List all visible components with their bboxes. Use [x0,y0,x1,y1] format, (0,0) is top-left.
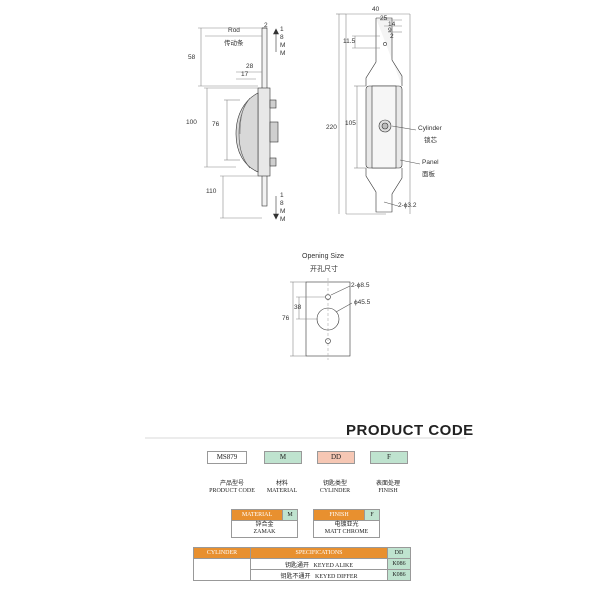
dim-17: 17 [241,71,249,78]
dim-76: 76 [212,121,220,128]
code-box-product: MS879 [207,451,247,464]
dim-14: 14 [388,21,396,28]
big-hole-dim: ϕ45.5 [354,299,371,306]
small-holes-dim: 2-ϕ8.5 [351,282,370,289]
product-code-title: PRODUCT CODE [346,422,474,439]
cylinder-table: CYLINDER SPECIFICATIONS DD 钥匙通开 KEYED AL… [193,547,411,581]
cylinder-label-cn: 锁芯 [424,137,437,144]
opening-title-cn: 开孔尺寸 [310,266,338,273]
dim-38: 38 [294,304,302,311]
dim-2: 2 [264,22,268,29]
cyl-row-spec: 钥匙不通开 KEYED DIFFER [250,569,388,581]
panel-label: Panel [422,159,439,166]
cylinder-label: Cylinder [418,125,442,132]
hole-dim: 2-ϕ3.2 [398,202,417,209]
dim-105: 105 [345,120,356,127]
dim-2-side: 2 [390,33,394,40]
dim-40: 40 [372,6,380,13]
dim-110: 110 [206,188,217,195]
cyl-row-code: K086 [387,558,411,570]
cyl-header-cylinder: CYLINDER [193,547,251,559]
rod-label: Rod [228,27,240,34]
opening-title: Opening Size [302,253,345,260]
code-box-material: M [264,451,302,464]
cyl-header-dd: DD [387,547,411,559]
finish-code: F [364,509,380,521]
dim-11-5: 11.5 [343,38,356,45]
dim-76-opening: 76 [282,315,290,322]
panel-label-cn: 面板 [422,171,435,178]
code-box-finish: F [370,451,408,464]
opening-hole-bottom [325,338,331,344]
rod-label-cn: 传动条 [224,40,244,47]
dim-25: 25 [380,15,388,22]
lock-housing [257,87,271,177]
cyl-row-code: K086 [387,569,411,581]
code-box-cylinder: DD [317,451,355,464]
dim-220: 220 [326,124,337,131]
dim-58: 58 [188,54,196,61]
cyl-header-spec: SPECIFICATIONS [250,547,388,559]
finish-header: FINISH [313,509,365,521]
table-row: 钥匙通开 KEYED ALIKE K086 [193,558,411,581]
table-row: 钥匙不通开 KEYED DIFFER K086 [194,569,411,581]
cyl-row-spec: 钥匙通开 KEYED ALIKE [250,558,388,570]
dim-100: 100 [186,119,197,126]
material-code: M [282,509,298,521]
dim-9: 9 [388,27,392,34]
dim-28: 28 [246,63,254,70]
material-header: MATERIAL [231,509,283,521]
